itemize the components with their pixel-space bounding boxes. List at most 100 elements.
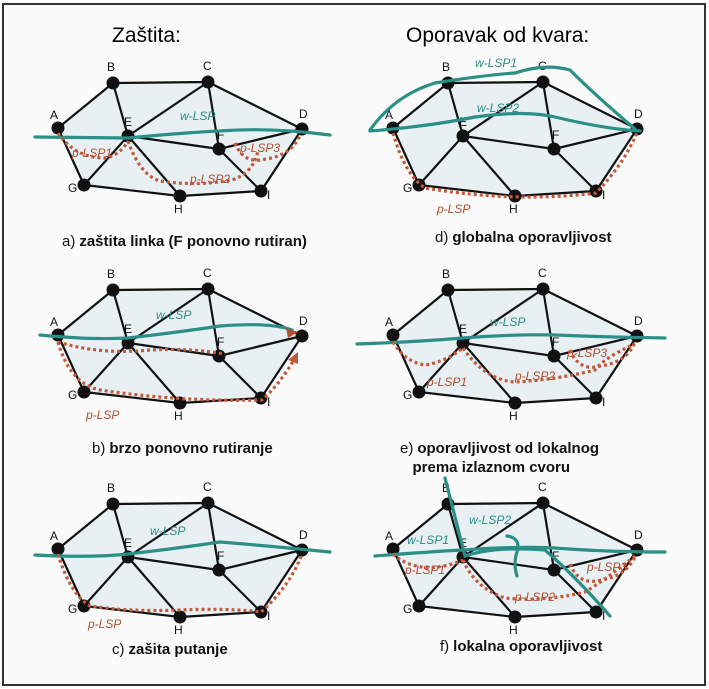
node-label-i: I bbox=[267, 609, 270, 623]
link-a-b bbox=[56, 502, 115, 551]
link-e-c bbox=[461, 287, 545, 345]
node-label-h: H bbox=[174, 623, 183, 637]
node-label-g: G bbox=[403, 602, 412, 616]
protection-path-label-2: p-LSP2 bbox=[514, 590, 555, 604]
node-c bbox=[536, 496, 550, 510]
network-shading bbox=[58, 289, 302, 403]
node-label-g: G bbox=[68, 181, 77, 195]
link-a-b bbox=[56, 81, 115, 130]
node-label-f: F bbox=[217, 549, 224, 563]
node-label-a: A bbox=[385, 529, 393, 543]
link-b-c bbox=[446, 287, 545, 292]
protection-path-2 bbox=[461, 342, 636, 384]
node-label-h: H bbox=[509, 623, 518, 637]
node-label-g: G bbox=[68, 388, 77, 402]
node-label-d: D bbox=[299, 314, 308, 328]
link-h-i bbox=[513, 396, 598, 405]
node-h bbox=[173, 189, 187, 203]
node-label-a: A bbox=[385, 108, 393, 122]
link-g-h bbox=[417, 390, 517, 405]
link-e-h bbox=[461, 555, 517, 619]
protection-path-label: p-LSP bbox=[85, 408, 119, 422]
working-path bbox=[355, 333, 667, 346]
node-c bbox=[536, 75, 550, 89]
link-c-f bbox=[206, 80, 221, 151]
recovery-arrow bbox=[505, 534, 520, 578]
working-path bbox=[38, 323, 294, 341]
link-g-h bbox=[82, 183, 182, 198]
link-b-e bbox=[446, 502, 465, 559]
link-b-c bbox=[111, 501, 210, 506]
node-label-i: I bbox=[602, 395, 605, 409]
protection-path-1 bbox=[57, 340, 226, 356]
node-i bbox=[254, 605, 268, 619]
link-f-d bbox=[217, 548, 304, 572]
node-i bbox=[589, 391, 603, 405]
link-a-b bbox=[391, 81, 450, 130]
link-f-d bbox=[217, 334, 304, 358]
link-e-f bbox=[461, 341, 556, 358]
protection-path-label-3: p-LSP3 bbox=[586, 560, 627, 574]
node-i bbox=[254, 184, 268, 198]
node-label-f: F bbox=[217, 128, 224, 142]
protection-path-label-1: p-LSP1 bbox=[426, 375, 467, 389]
node-i bbox=[589, 605, 603, 619]
protection-path-1 bbox=[391, 341, 464, 367]
working-path-2 bbox=[368, 111, 642, 133]
node-label-c: C bbox=[203, 266, 212, 280]
node-g bbox=[77, 599, 91, 613]
node-b bbox=[106, 76, 120, 90]
protection-path-1 bbox=[56, 132, 130, 160]
node-i bbox=[589, 184, 603, 198]
node-f bbox=[547, 563, 561, 577]
link-e-g bbox=[417, 134, 465, 187]
node-e bbox=[456, 550, 470, 564]
link-e-g bbox=[417, 555, 465, 608]
node-label-i: I bbox=[267, 188, 270, 202]
link-f-i bbox=[552, 568, 598, 614]
link-b-e bbox=[446, 81, 465, 138]
link-f-i bbox=[552, 147, 598, 193]
node-e bbox=[456, 129, 470, 143]
node-g bbox=[412, 385, 426, 399]
protection-arrow bbox=[288, 352, 298, 364]
working-path-label: w-LSP bbox=[490, 315, 525, 329]
node-g bbox=[77, 178, 91, 192]
link-e-c bbox=[126, 501, 210, 559]
node-g bbox=[412, 178, 426, 192]
caption-a: a)zaštita linka (F ponovno rutiran) bbox=[62, 233, 307, 250]
link-i-d bbox=[259, 548, 304, 614]
link-c-d bbox=[541, 80, 639, 131]
node-b bbox=[106, 497, 120, 511]
node-label-d: D bbox=[299, 107, 308, 121]
link-b-e bbox=[111, 502, 130, 559]
link-b-c bbox=[111, 80, 210, 85]
node-a bbox=[51, 542, 65, 556]
link-a-b bbox=[56, 288, 115, 337]
link-b-e bbox=[111, 288, 130, 345]
node-label-c: C bbox=[203, 480, 212, 494]
node-label-i: I bbox=[602, 609, 605, 623]
node-label-c: C bbox=[203, 59, 212, 73]
protection-path-3 bbox=[233, 134, 302, 162]
link-g-h bbox=[82, 390, 182, 405]
link-a-b bbox=[391, 288, 450, 337]
node-label-h: H bbox=[509, 202, 518, 216]
node-h bbox=[508, 396, 522, 410]
link-g-h bbox=[417, 604, 517, 619]
link-i-d bbox=[259, 334, 304, 400]
node-f bbox=[212, 563, 226, 577]
working-path-label-2: w-LSP2 bbox=[477, 101, 519, 115]
node-label-d: D bbox=[299, 528, 308, 542]
link-c-f bbox=[206, 287, 221, 358]
fault-marker bbox=[286, 328, 298, 338]
protection-path bbox=[56, 553, 304, 614]
link-e-f bbox=[126, 555, 221, 572]
node-h bbox=[173, 610, 187, 624]
link-e-c bbox=[461, 80, 545, 138]
